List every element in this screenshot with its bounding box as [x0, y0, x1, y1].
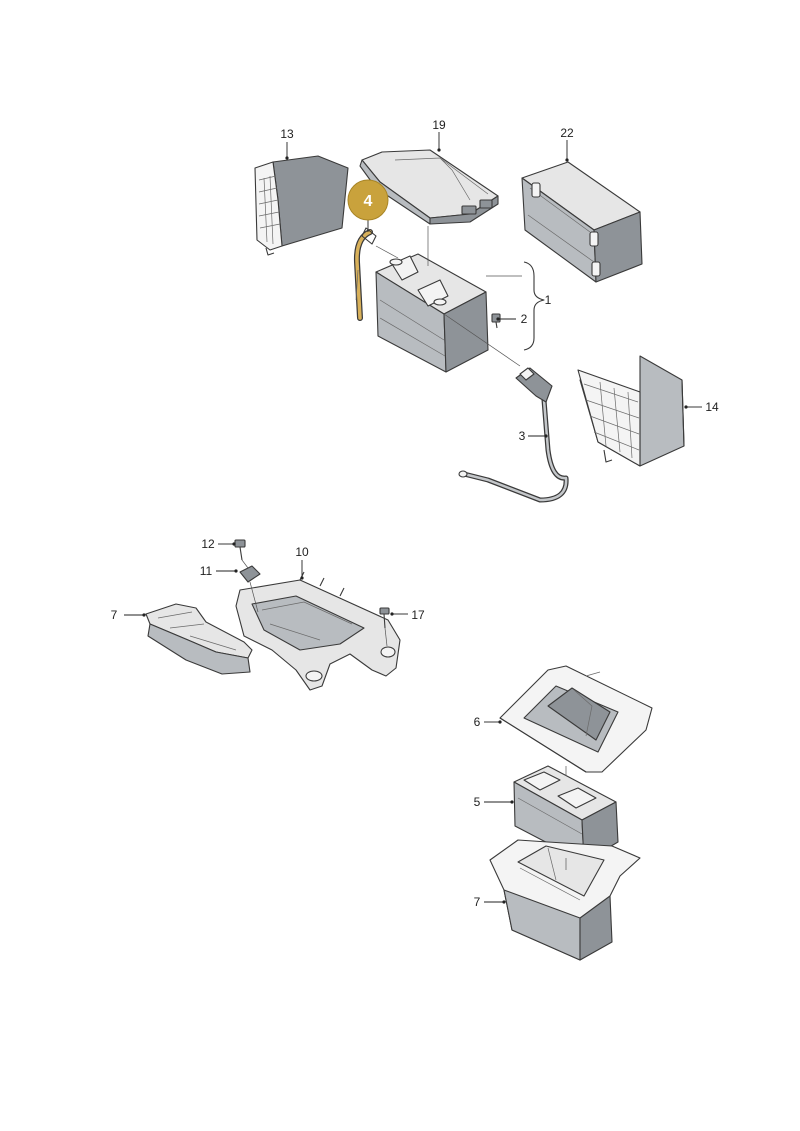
callout-2: 2	[521, 312, 528, 326]
part-19-battery-cover[interactable]	[359, 149, 499, 225]
callout-19: 19	[432, 118, 446, 132]
assembly-lines-top	[375, 226, 522, 367]
assembly-lines-middle	[241, 559, 388, 647]
part-18-heat-shield[interactable]	[254, 155, 349, 256]
highlight-callout-4[interactable]: 4	[347, 179, 389, 221]
callout-22: 22	[560, 126, 574, 140]
part-22-insulation-box[interactable]	[521, 161, 643, 283]
callout-leaders	[124, 132, 702, 904]
part-12-clamp[interactable]	[239, 565, 261, 583]
callout-17: 14	[705, 400, 719, 414]
part-14-bolt[interactable]	[379, 607, 390, 629]
callout-18: 13	[280, 127, 294, 141]
part-10-tray-cover[interactable]	[145, 603, 253, 675]
part-13-bolt[interactable]	[234, 539, 246, 561]
callout-1: 1	[545, 293, 552, 307]
callout-6: 6	[474, 715, 481, 729]
callout-12: 11	[200, 564, 213, 578]
part-3-ground-cable[interactable]	[458, 367, 569, 503]
part-2-screw[interactable]	[491, 313, 501, 329]
part-17-side-shield[interactable]	[577, 355, 685, 467]
part-6-upper-tray[interactable]	[499, 665, 653, 773]
callout-5: 5	[474, 795, 481, 809]
part-1-battery[interactable]	[375, 253, 489, 373]
callout-3: 3	[519, 429, 526, 443]
callout-13: 12	[201, 537, 215, 551]
part-7-lower-tray[interactable]	[489, 839, 641, 961]
highlight-badge	[347, 179, 389, 221]
callout-10: 7	[111, 608, 118, 622]
callout-11: 10	[295, 545, 309, 559]
bracket-part-1	[523, 261, 545, 351]
callout-7: 7	[474, 895, 481, 909]
part-4-vent-hose[interactable]	[353, 227, 377, 321]
callout-14: 17	[411, 608, 425, 622]
part-11-battery-tray[interactable]	[235, 571, 401, 691]
highlight-number: 4	[364, 193, 373, 210]
